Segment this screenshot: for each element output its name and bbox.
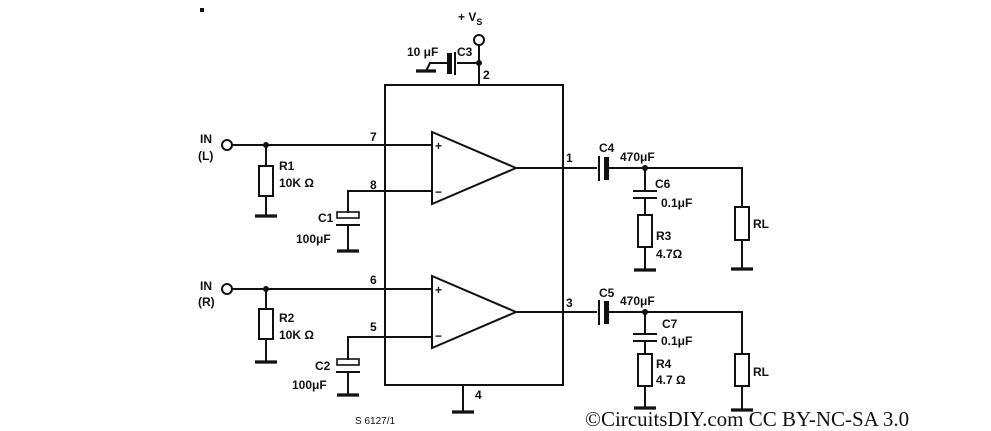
svg-text:RL: RL [753, 217, 769, 231]
output-right: 3 C5 470μF C7 0.1μF R4 4.7 Ω RL [515, 286, 769, 412]
svg-text:(R): (R) [198, 295, 215, 309]
svg-text:C7: C7 [662, 317, 678, 331]
svg-text:4.7 Ω: 4.7 Ω [656, 373, 686, 387]
input-left: IN (L) R1 10K Ω 7 [198, 130, 433, 218]
svg-text:IN: IN [200, 279, 212, 293]
svg-text:R1: R1 [279, 159, 295, 173]
ic-body [384, 84, 564, 386]
input-left-terminal [221, 139, 233, 151]
input-right-terminal [221, 283, 233, 295]
resistor-r1 [258, 165, 274, 197]
feedback-left: C1 100μF 8 [296, 178, 433, 253]
capacitor-c3 [416, 52, 456, 75]
opamp-left-channel: + − [431, 130, 519, 206]
svg-text:1: 1 [566, 151, 573, 165]
svg-text:(L): (L) [198, 149, 213, 163]
output-left: 1 C4 470μF C6 0.1μF R3 4.7Ω RL [515, 141, 769, 272]
resistor-r4 [637, 353, 653, 387]
svg-text:5: 5 [370, 320, 377, 334]
svg-text:0.1μF: 0.1μF [661, 196, 692, 210]
stray-mark [200, 8, 204, 12]
svg-text:C5: C5 [599, 286, 615, 300]
svg-text:−: − [435, 185, 442, 199]
svg-text:C4: C4 [599, 141, 615, 155]
figure-number: S 6127/1 [355, 416, 395, 427]
supply-terminal [473, 34, 485, 46]
svg-text:10K Ω: 10K Ω [279, 328, 314, 342]
resistor-rl-right [734, 353, 750, 387]
svg-text:R3: R3 [656, 229, 672, 243]
svg-text:3: 3 [566, 296, 573, 310]
c3-name: C3 [457, 45, 473, 59]
svg-text:0.1μF: 0.1μF [661, 334, 692, 348]
opamp-right-channel: + − [431, 274, 519, 350]
svg-text:R4: R4 [656, 357, 672, 371]
svg-text:+: + [435, 139, 442, 153]
supply-label: + VS [458, 10, 482, 27]
svg-text:4: 4 [475, 388, 482, 402]
resistor-r2 [258, 308, 274, 340]
svg-text:4.7Ω: 4.7Ω [656, 247, 683, 261]
svg-text:8: 8 [370, 178, 377, 192]
resistor-rl-left [734, 206, 750, 241]
svg-text:10K Ω: 10K Ω [279, 176, 314, 190]
svg-text:−: − [435, 329, 442, 343]
supply-section: + VS 10 μF C3 2 [407, 10, 490, 86]
svg-text:470μF: 470μF [620, 294, 655, 308]
svg-text:+: + [435, 283, 442, 297]
svg-text:470μF: 470μF [620, 150, 655, 164]
pin-2-label: 2 [483, 68, 490, 82]
c3-value: 10 μF [407, 45, 438, 59]
svg-text:C6: C6 [655, 177, 671, 191]
svg-text:RL: RL [753, 365, 769, 379]
svg-text:7: 7 [370, 130, 377, 144]
svg-text:6: 6 [370, 273, 377, 287]
svg-text:IN: IN [200, 132, 212, 146]
credit-text: ©CircuitsDIY.com CC BY-NC-SA 3.0 [585, 407, 909, 431]
svg-text:C2: C2 [315, 359, 331, 373]
svg-text:R2: R2 [279, 311, 295, 325]
svg-text:100μF: 100μF [296, 232, 331, 246]
ic-ground: 4 [452, 384, 482, 414]
resistor-r3 [637, 214, 653, 248]
svg-text:100μF: 100μF [292, 378, 327, 392]
feedback-right: C2 100μF 5 [292, 320, 433, 397]
svg-text:C1: C1 [318, 211, 334, 225]
input-right: IN (R) R2 10K Ω 6 [198, 273, 433, 364]
